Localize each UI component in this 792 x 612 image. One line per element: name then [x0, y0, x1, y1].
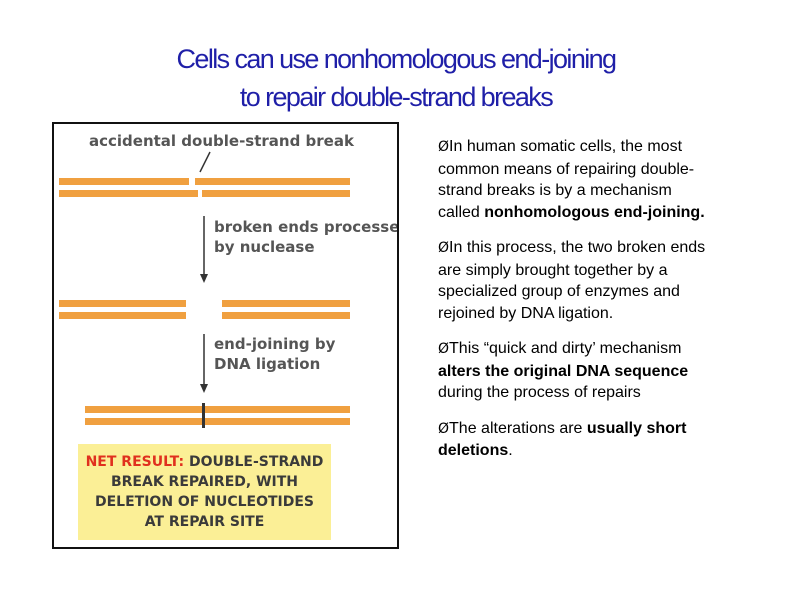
title-line-2: to repair double-strand breaks [239, 82, 554, 112]
stage2-dna [59, 300, 350, 319]
result-line-3: DELETION OF NUCLEOTIDES [94, 494, 315, 510]
label-process-1: broken ends processed [214, 218, 397, 236]
bullet-1-text: In human somatic cells, the most common … [438, 138, 695, 221]
bullet-4-post: . [508, 442, 513, 459]
stage3-dna [85, 403, 350, 428]
stage2-top-left [59, 300, 186, 307]
bullet-3-post: during the process of repairs [438, 384, 641, 401]
bullet-1: ØIn human somatic cells, the most common… [438, 136, 713, 223]
repair-site-mark [202, 403, 205, 428]
label-join-2: DNA ligation [214, 355, 320, 373]
result-line-4: AT REPAIR SITE [144, 514, 265, 530]
arrow-2 [200, 334, 208, 393]
stage1-bottom-left [59, 190, 198, 197]
arrow-bullet-icon: Ø [438, 341, 450, 357]
nhej-figure: accidental double-strand break broken en… [52, 122, 399, 549]
bullet-2: ØIn this process, the two broken ends ar… [438, 237, 713, 324]
stage2-top-right [222, 300, 350, 307]
arrow-bullet-icon: Ø [438, 240, 450, 256]
stage1-top-left [59, 178, 189, 185]
stage3-top [85, 406, 350, 413]
nhej-diagram: accidental double-strand break broken en… [59, 132, 397, 428]
break-pointer [199, 151, 211, 173]
bullet-3: ØThis “quick and dirty’ mechanism alters… [438, 338, 713, 404]
arrow-bullet-icon: Ø [438, 420, 450, 437]
result-line-2: BREAK REPAIRED, WITH [110, 474, 298, 490]
result-line-1-rest: DOUBLE-STRAND [184, 454, 324, 470]
label-join-1: end-joining by [214, 335, 336, 353]
title-line-1: Cells can use nonhomologous end-joining [176, 44, 618, 74]
stage1-bottom-right [202, 190, 350, 197]
stage1-dna [59, 178, 350, 197]
bullet-4-bold: usually short deletions [438, 419, 687, 460]
label-break: accidental double-strand break [89, 132, 355, 150]
label-process-2: by nuclease [214, 238, 315, 256]
bullet-1-bold: nonhomologous end-joining. [484, 203, 705, 221]
bullet-2-text: In this process, the two broken ends are… [438, 239, 706, 322]
stage2-bottom-right [222, 312, 350, 319]
stage1-top-right [195, 178, 350, 185]
bullet-4: ØThe alterations are usually short delet… [438, 418, 713, 462]
result-line-1: NET RESULT: DOUBLE-STRAND [86, 452, 324, 472]
stage2-bottom-left [59, 312, 186, 319]
bullet-3-pre: This “quick and dirty’ mechanism [449, 340, 682, 357]
stage3-bottom [85, 418, 350, 425]
result-label: NET RESULT: [85, 454, 185, 470]
bullet-4-pre: The alterations are [449, 419, 587, 437]
bullet-list: ØIn human somatic cells, the most common… [438, 136, 713, 476]
arrow-bullet-icon: Ø [438, 139, 450, 155]
net-result-box: NET RESULT: DOUBLE-STRAND BREAK REPAIRED… [78, 444, 331, 540]
arrow-1 [200, 216, 208, 283]
bullet-3-bold: alters the original DNA sequence [438, 362, 689, 380]
slide-title: Cells can use nonhomologous end-joining … [60, 40, 732, 116]
